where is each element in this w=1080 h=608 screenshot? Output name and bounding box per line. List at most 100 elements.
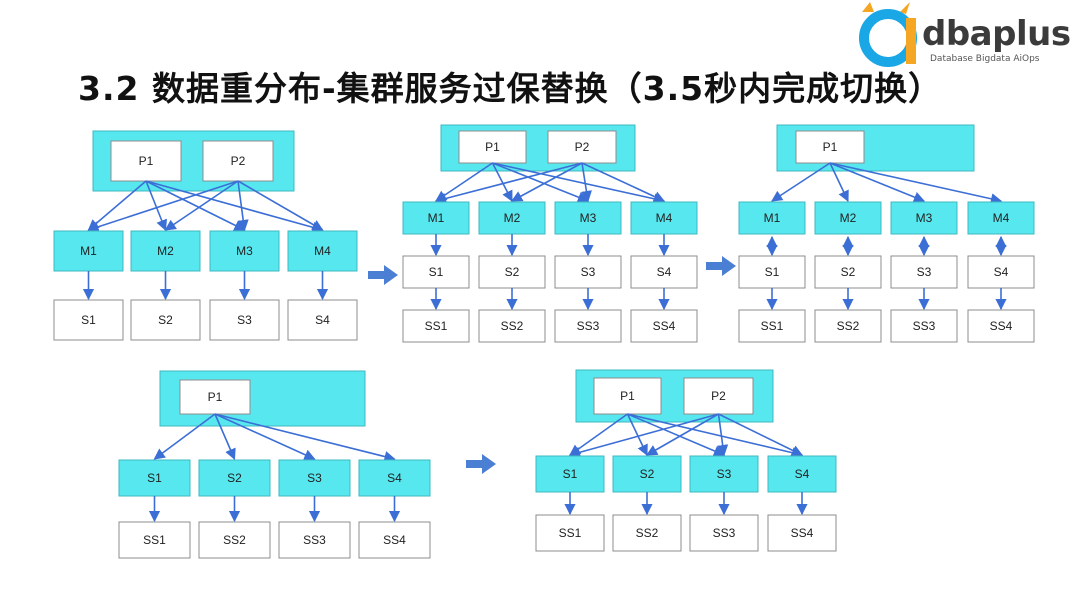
d1-node-s4-label: S4 [315, 313, 330, 327]
d2-edge-p1-2 [491, 162, 513, 202]
d5-node-ss2-label: SS2 [636, 526, 659, 540]
d5-node-s3-label: S3 [717, 467, 732, 481]
d3-node-ss3-label: SS3 [913, 319, 936, 333]
d1-node-m3-label: M3 [236, 244, 253, 258]
d3-node-ss2: SS2 [814, 309, 882, 343]
d5-edge-p2-1 [568, 413, 719, 458]
d4-node-ss2: SS2 [198, 521, 271, 559]
d4-node-ss2-box [198, 521, 271, 559]
d5-node-p1-label: P1 [620, 389, 635, 403]
d4-node-ss1: SS1 [118, 521, 191, 559]
d2-node-ss4-label: SS4 [653, 319, 676, 333]
d1-node-m2-box [130, 230, 201, 272]
d4-node-s1-label: S1 [147, 471, 162, 485]
d3-node-ss3: SS3 [890, 309, 958, 343]
d1-node-s3-label: S3 [237, 313, 252, 327]
d1-node-m4: M4 [287, 230, 358, 272]
d2-node-m2-box [478, 201, 546, 235]
d2-node-m1-box [402, 201, 470, 235]
d4-node-s1: S1 [118, 459, 191, 497]
d1-node-s2-label: S2 [158, 313, 173, 327]
d3-node-s2-box [814, 255, 882, 289]
d2-node-s2-label: S2 [505, 265, 520, 279]
d1-node-m2-label: M2 [157, 244, 174, 258]
d4-node-ss4: SS4 [358, 521, 431, 559]
d1-edge-p1-4 [145, 180, 324, 233]
d1-edge-p2-3 [237, 180, 249, 232]
d2-node-p2: P2 [547, 130, 617, 164]
d2-node-s2: S2 [478, 255, 546, 289]
d2-node-m2-label: M2 [504, 211, 521, 225]
d1-node-p2-label: P2 [231, 154, 246, 168]
d4-node-s2: S2 [198, 459, 271, 497]
d5-node-p2-label: P2 [711, 389, 726, 403]
d4-node-ss4-box [358, 521, 431, 559]
d1-node-p1-label: P1 [139, 154, 154, 168]
d5-node-ss2-box [612, 514, 682, 552]
d1-node-m2: M2 [130, 230, 201, 272]
d3-node-ss2-label: SS2 [837, 319, 860, 333]
d2-edge-p1-3 [492, 162, 590, 203]
d3-node-m3-box [890, 201, 958, 235]
d1-node-m3: M3 [209, 230, 280, 272]
d3-edge-p1-4 [829, 162, 1003, 205]
d2-node-ss4: SS4 [630, 309, 698, 343]
d3-node-ss1-box [738, 309, 806, 343]
d1-node-s1-label: S1 [81, 313, 96, 327]
d4-edge-p1-4 [214, 413, 396, 462]
d5-node-ss3-box [689, 514, 759, 552]
d5-node-p1-box [593, 377, 662, 415]
d5-node-s4-label: S4 [795, 467, 810, 481]
d3-node-m4-label: M4 [993, 211, 1010, 225]
d2-node-ss3-box [554, 309, 622, 343]
d5-edge-p1-3 [627, 413, 726, 457]
d1-node-m1: M1 [53, 230, 124, 272]
d5-node-s4: S4 [767, 455, 837, 493]
d3-edge-p1-1 [771, 162, 831, 202]
d3-edge-p1-3 [829, 162, 926, 203]
d4-node-ss1-box [118, 521, 191, 559]
d3-node-s3: S3 [890, 255, 958, 289]
d1-node-s3: S3 [209, 299, 280, 341]
d3-node-m4: M4 [967, 201, 1035, 235]
d4-node-ss2-label: SS2 [223, 533, 246, 547]
d2-node-s4-label: S4 [657, 265, 672, 279]
d5-node-s1: S1 [535, 455, 605, 493]
d3-node-s1-box [738, 255, 806, 289]
d1-edge-p2-4 [237, 180, 324, 231]
d2-node-ss2: SS2 [478, 309, 546, 343]
d4-node-ss3-label: SS3 [303, 533, 326, 547]
d2-node-m3-label: M3 [580, 211, 597, 225]
d5-node-s2-label: S2 [640, 467, 655, 481]
d4-node-ss3: SS3 [278, 521, 351, 559]
d2-node-ss1-label: SS1 [425, 319, 448, 333]
d1-node-m1-label: M1 [80, 244, 97, 258]
d3-node-s1-label: S1 [765, 265, 780, 279]
d5-node-s3: S3 [689, 455, 759, 493]
d2-node-m1-label: M1 [428, 211, 445, 225]
d1-node-m4-label: M4 [314, 244, 331, 258]
d4-node-s3-label: S3 [307, 471, 322, 485]
d2-edge-p1-4 [492, 162, 666, 205]
dbaplus-logo: dbaplus Database Bigdata AiOps [852, 0, 1080, 70]
d2-edge-p2-2 [511, 162, 583, 202]
d3-node-s4: S4 [967, 255, 1035, 289]
d3-node-ss1-label: SS1 [761, 319, 784, 333]
d4-node-ss3-box [278, 521, 351, 559]
d5-node-s2: S2 [612, 455, 682, 493]
d5-node-ss2: SS2 [612, 514, 682, 552]
d3-node-m3: M3 [890, 201, 958, 235]
d1-node-p1: P1 [110, 140, 182, 182]
d1-node-m3-box [209, 230, 280, 272]
d5-node-p2: P2 [683, 377, 754, 415]
d1-node-s2-box [130, 299, 201, 341]
d5-node-ss1-label: SS1 [559, 526, 582, 540]
d3-node-m3-label: M3 [916, 211, 933, 225]
d5-node-ss4: SS4 [767, 514, 837, 552]
d2-node-ss1-box [402, 309, 470, 343]
d2-node-s1: S1 [402, 255, 470, 289]
d4-edge-p1-3 [214, 413, 316, 460]
d5-node-ss1: SS1 [535, 514, 605, 552]
d2-node-ss3-label: SS3 [577, 319, 600, 333]
d3-node-s4-label: S4 [994, 265, 1009, 279]
